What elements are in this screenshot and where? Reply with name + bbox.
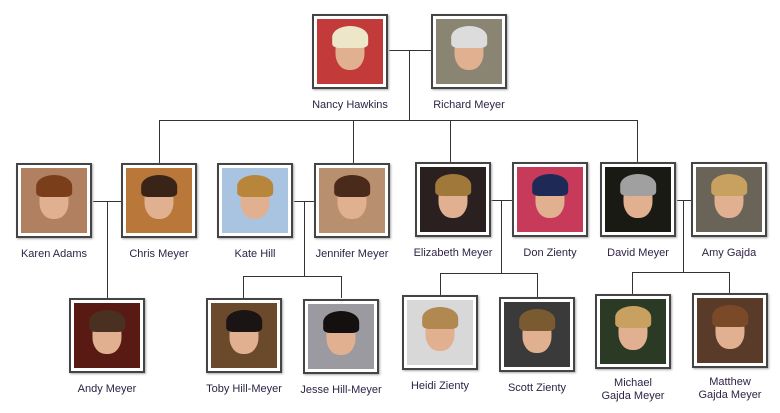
person-card-michael-gajda-meyer[interactable]: Michael Gajda Meyer <box>595 294 671 402</box>
person-photo[interactable] <box>431 14 507 89</box>
person-photo[interactable] <box>402 295 478 370</box>
connector <box>304 201 305 276</box>
person-name[interactable]: Scott Zienty <box>507 382 567 394</box>
connector <box>159 120 160 163</box>
person-name[interactable]: Andy Meyer <box>77 383 137 395</box>
portrait-image <box>222 168 288 233</box>
person-card-don-zienty[interactable]: Don Zienty <box>512 162 588 259</box>
person-name[interactable]: Don Zienty <box>523 247 577 259</box>
connector <box>450 120 451 163</box>
person-photo[interactable] <box>16 163 92 238</box>
person-photo[interactable] <box>691 162 767 237</box>
connector <box>440 273 538 274</box>
person-card-elizabeth-meyer[interactable]: Elizabeth Meyer <box>414 162 492 259</box>
connector <box>637 120 638 163</box>
connector <box>501 200 502 273</box>
connector <box>729 272 730 293</box>
person-name[interactable]: Jennifer Meyer <box>315 248 389 260</box>
portrait-image <box>308 304 374 369</box>
connector <box>677 200 691 201</box>
connector <box>341 276 342 298</box>
connector <box>243 276 244 298</box>
portrait-image <box>407 300 473 365</box>
person-photo[interactable] <box>600 162 676 237</box>
connector <box>683 200 684 272</box>
person-card-chris-meyer[interactable]: Chris Meyer <box>121 163 197 260</box>
person-name[interactable]: Matthew Gajda Meyer <box>698 376 762 401</box>
person-card-karen-adams[interactable]: Karen Adams <box>16 163 92 260</box>
portrait-image <box>600 299 666 364</box>
person-name[interactable]: Karen Adams <box>20 248 88 260</box>
person-photo[interactable] <box>69 298 145 373</box>
portrait-image <box>211 303 277 368</box>
connector <box>159 120 638 121</box>
person-card-andy-meyer[interactable]: Andy Meyer <box>69 298 145 395</box>
portrait-image <box>317 19 383 84</box>
connector <box>440 273 441 295</box>
person-name[interactable]: Amy Gajda <box>701 247 757 259</box>
person-card-nancy-hawkins[interactable]: Nancy Hawkins <box>312 14 388 111</box>
portrait-image <box>319 168 385 233</box>
person-photo[interactable] <box>312 14 388 89</box>
person-name[interactable]: David Meyer <box>607 247 669 259</box>
connector <box>537 273 538 297</box>
portrait-image <box>605 167 671 232</box>
person-card-jesse-hill-meyer[interactable]: Jesse Hill-Meyer <box>300 299 382 396</box>
portrait-image <box>436 19 502 84</box>
person-card-scott-zienty[interactable]: Scott Zienty <box>499 297 575 394</box>
person-name[interactable]: Michael Gajda Meyer <box>601 377 665 402</box>
connector <box>632 272 730 273</box>
person-photo[interactable] <box>499 297 575 372</box>
person-name[interactable]: Toby Hill-Meyer <box>206 383 282 395</box>
person-photo[interactable] <box>121 163 197 238</box>
portrait-image <box>74 303 140 368</box>
person-card-heidi-zienty[interactable]: Heidi Zienty <box>402 295 478 392</box>
connector <box>243 276 342 277</box>
person-photo[interactable] <box>314 163 390 238</box>
portrait-image <box>420 167 486 232</box>
person-name[interactable]: Heidi Zienty <box>410 380 470 392</box>
person-name[interactable]: Elizabeth Meyer <box>413 247 493 259</box>
person-card-toby-hill-meyer[interactable]: Toby Hill-Meyer <box>206 298 282 395</box>
connector <box>409 50 410 120</box>
connector <box>389 50 431 51</box>
person-name[interactable]: Kate Hill <box>234 248 276 260</box>
connector <box>107 201 108 298</box>
connector <box>353 120 354 163</box>
person-name[interactable]: Richard Meyer <box>433 99 505 111</box>
person-card-jennifer-meyer[interactable]: Jennifer Meyer <box>314 163 390 260</box>
person-name[interactable]: Nancy Hawkins <box>312 99 388 111</box>
person-card-amy-gajda[interactable]: Amy Gajda <box>691 162 767 259</box>
portrait-image <box>697 298 763 363</box>
portrait-image <box>504 302 570 367</box>
portrait-image <box>126 168 192 233</box>
person-photo[interactable] <box>512 162 588 237</box>
person-photo[interactable] <box>303 299 379 374</box>
person-photo[interactable] <box>692 293 768 368</box>
portrait-image <box>517 167 583 232</box>
person-photo[interactable] <box>206 298 282 373</box>
person-photo[interactable] <box>217 163 293 238</box>
person-card-david-meyer[interactable]: David Meyer <box>600 162 676 259</box>
portrait-image <box>21 168 87 233</box>
person-photo[interactable] <box>415 162 491 237</box>
person-card-matthew-gajda-meyer[interactable]: Matthew Gajda Meyer <box>692 293 768 401</box>
person-card-kate-hill[interactable]: Kate Hill <box>217 163 293 260</box>
connector <box>632 272 633 295</box>
person-photo[interactable] <box>595 294 671 369</box>
person-card-richard-meyer[interactable]: Richard Meyer <box>431 14 507 111</box>
portrait-image <box>696 167 762 232</box>
person-name[interactable]: Jesse Hill-Meyer <box>300 384 382 396</box>
person-name[interactable]: Chris Meyer <box>129 248 189 260</box>
